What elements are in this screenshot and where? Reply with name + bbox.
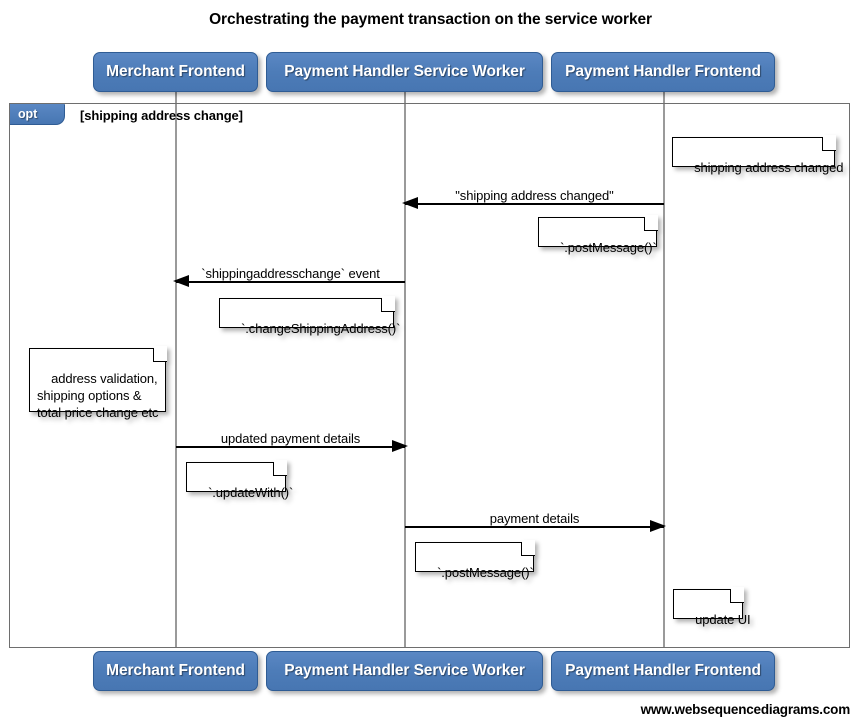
lifeline-merchant-frontend — [175, 90, 177, 648]
message-label-payment-details: payment details — [489, 511, 580, 526]
note-address-validation: address validation, shipping options & t… — [29, 346, 167, 420]
participant-label: Payment Handler Frontend — [565, 63, 761, 80]
message-line-shipping-address-changed — [405, 203, 664, 205]
note-text: `.changeShippingAddress()` — [241, 321, 401, 336]
note-fold-corner-icon — [643, 215, 658, 231]
message-label-shipping-address-changed: "shipping address changed" — [455, 188, 614, 203]
participant-merchant-frontend-top[interactable]: Merchant Frontend — [93, 52, 258, 92]
page-title: Orchestrating the payment transaction on… — [209, 11, 652, 28]
note-fold-corner-icon — [380, 296, 395, 312]
participant-label: Payment Handler Service Worker — [284, 662, 525, 679]
note-fold-corner-icon — [821, 135, 836, 151]
note-text: update UI — [695, 612, 751, 627]
opt-fragment-frame — [9, 103, 850, 648]
participant-payment-handler-service-worker-top[interactable]: Payment Handler Service Worker — [266, 52, 543, 92]
message-line-shippingaddresschange-event — [176, 281, 405, 283]
note-shipping-address-changed: shipping address changed — [672, 135, 844, 175]
message-line-updated-payment-details — [176, 446, 405, 448]
note-update-with: `.updateWith()` — [186, 460, 293, 500]
participant-payment-handler-service-worker-bottom[interactable]: Payment Handler Service Worker — [266, 651, 543, 691]
note-post-message-1: `.postMessage()` — [538, 215, 658, 255]
participant-label: Merchant Frontend — [106, 662, 245, 679]
note-text: address validation, shipping options & t… — [37, 371, 159, 420]
note-text: shipping address changed — [694, 160, 844, 175]
participant-label: Merchant Frontend — [106, 63, 245, 80]
note-fold-corner-icon — [520, 540, 535, 556]
note-post-message-2: `.postMessage()` — [415, 540, 535, 580]
message-arrowhead-shippingaddresschange-event — [173, 275, 189, 287]
message-label-shippingaddresschange-event: `shippingaddresschange` event — [201, 266, 380, 281]
participant-merchant-frontend-bottom[interactable]: Merchant Frontend — [93, 651, 258, 691]
note-text: `.updateWith()` — [208, 485, 294, 500]
message-line-payment-details — [405, 526, 664, 528]
message-arrowhead-payment-details — [650, 520, 666, 532]
participant-label: Payment Handler Service Worker — [284, 63, 525, 80]
opt-fragment-tag: opt — [10, 104, 65, 125]
note-change-shipping-address: `.changeShippingAddress()` — [219, 296, 400, 336]
lifeline-payment-handler-frontend — [663, 90, 665, 648]
note-fold-corner-icon — [152, 346, 167, 362]
lifeline-payment-handler-service-worker — [404, 90, 406, 648]
message-arrowhead-updated-payment-details — [392, 440, 408, 452]
participant-payment-handler-frontend-top[interactable]: Payment Handler Frontend — [551, 52, 775, 92]
opt-fragment-guard: [shipping address change] — [80, 108, 243, 123]
note-text: `.postMessage()` — [560, 240, 657, 255]
message-label-updated-payment-details: updated payment details — [220, 431, 361, 446]
message-arrowhead-shipping-address-changed — [402, 197, 418, 209]
participant-payment-handler-frontend-bottom[interactable]: Payment Handler Frontend — [551, 651, 775, 691]
note-update-ui: update UI — [673, 587, 751, 627]
participant-label: Payment Handler Frontend — [565, 662, 761, 679]
note-text: `.postMessage()` — [437, 565, 534, 580]
note-fold-corner-icon — [729, 587, 744, 603]
opt-fragment-tag-label: opt — [18, 107, 38, 121]
watermark-websequencediagrams: www.websequencediagrams.com — [640, 702, 851, 717]
note-fold-corner-icon — [272, 460, 287, 476]
